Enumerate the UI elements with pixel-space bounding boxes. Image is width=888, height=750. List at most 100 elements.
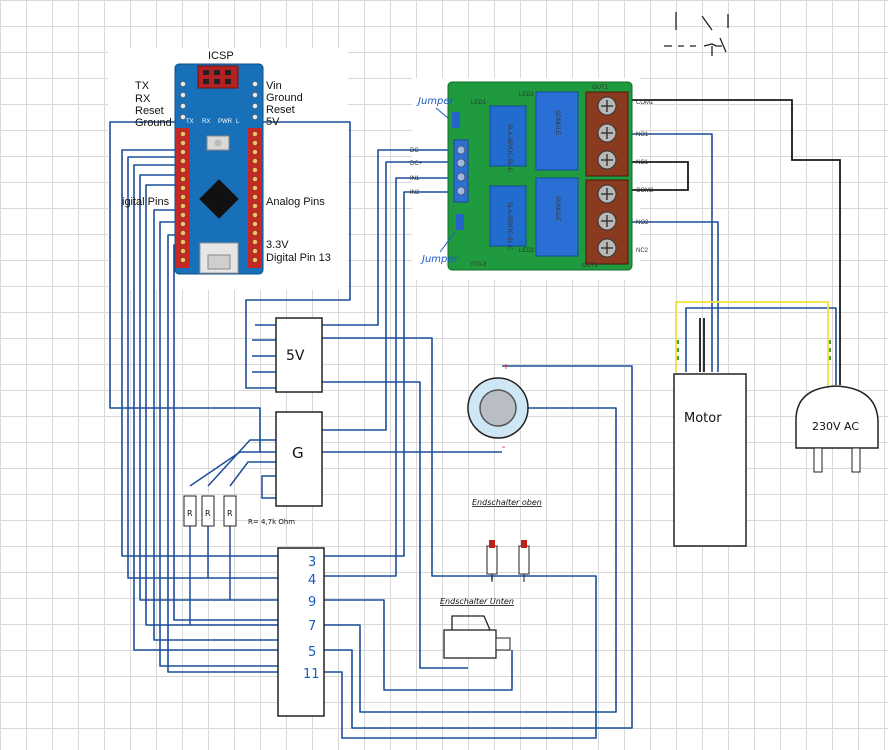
arduino-board <box>174 63 264 275</box>
wire <box>189 451 276 487</box>
header-pin <box>252 248 258 254</box>
wire <box>685 307 837 385</box>
resistor-3-label: R <box>227 509 233 518</box>
resistor-1-icon <box>183 495 197 527</box>
pin-number-3: 3 <box>308 555 316 570</box>
endschalter-oben: Endschalter oben <box>472 498 542 582</box>
resistor-value-label: R= 4,7k Ohm <box>248 518 295 526</box>
pin-annotation: RX <box>202 119 210 125</box>
pin-connector: 3 4 9 7 5 11 <box>277 547 325 717</box>
header-pin <box>180 114 186 120</box>
icsp-pins <box>203 70 231 84</box>
five-volt-block: 5V <box>275 317 323 393</box>
header-pin <box>252 221 258 227</box>
jumper-top-arrow-icon <box>435 107 449 119</box>
header-pin <box>252 176 258 182</box>
relay-2-brand: SONGLE <box>554 196 560 221</box>
pin-connector-box <box>277 547 325 717</box>
switch-oben-1-icon <box>486 545 498 575</box>
pin-label-tx: TX <box>135 80 150 92</box>
jumper-bottom-icon <box>456 214 464 230</box>
pin-number-7: 7 <box>308 619 316 634</box>
header-pin <box>180 176 186 182</box>
pin-label-ground: Ground <box>135 117 172 129</box>
wire <box>632 99 841 385</box>
buzzer: + - <box>467 362 529 453</box>
icsp-header <box>197 65 239 89</box>
relay-2-body <box>489 185 527 247</box>
switch-oben-2-icon <box>518 545 530 575</box>
dc-minus-label: DC- <box>410 148 421 154</box>
endschalter-unten: Endschalter Unten <box>440 597 514 659</box>
header-pin <box>252 212 258 218</box>
wire <box>229 461 276 487</box>
pin-label-5v: 5V <box>266 116 280 128</box>
pin-label-reset-right: Reset <box>266 104 295 116</box>
wire <box>173 244 290 621</box>
header-pin <box>180 212 186 218</box>
header-pin <box>180 221 186 227</box>
header-pin <box>180 103 186 109</box>
power-plug: 230V AC <box>795 385 879 473</box>
pin-number-11: 11 <box>303 667 320 682</box>
header-pin <box>180 149 186 155</box>
led1-label: LED1 <box>471 100 487 106</box>
led2-label: LED2 <box>519 92 535 98</box>
lever-arm <box>451 615 491 631</box>
header-pin <box>180 158 186 164</box>
pin-label-d13: Digital Pin 13 <box>266 252 331 264</box>
header-pin <box>180 81 186 87</box>
header-pin <box>252 149 258 155</box>
nc1-label: NC1 <box>636 160 649 166</box>
com2-label: COM2 <box>636 188 654 194</box>
nc2-label: NC2 <box>636 248 649 254</box>
input-terminal-screws <box>456 145 466 196</box>
header-pin <box>252 230 258 236</box>
header-pin <box>180 230 186 236</box>
com1-label: COM1 <box>636 100 654 106</box>
five-volt-label: 5V <box>286 348 305 364</box>
header-pin <box>252 81 258 87</box>
header-pin <box>180 203 186 209</box>
header-pin <box>252 185 258 191</box>
plug-body-icon <box>795 385 879 449</box>
wire <box>322 599 513 691</box>
wire <box>632 161 689 191</box>
resistor-3-icon <box>223 495 237 527</box>
led3-label: LED3 <box>519 248 535 254</box>
screw-slots <box>601 100 613 254</box>
board-id: YT0-3 <box>470 262 487 268</box>
wire <box>207 439 276 487</box>
reset-knob <box>214 139 222 147</box>
endschalter-oben-label: Endschalter oben <box>472 498 542 507</box>
resistor-1-label: R <box>187 509 193 518</box>
buzzer-inner <box>479 389 517 427</box>
pin-annotation: PWR <box>218 119 233 125</box>
arduino-pins <box>180 81 258 263</box>
motor-label: Motor <box>684 411 722 426</box>
relay-1-icon <box>535 91 579 171</box>
relay-module: SLA-05VDC-SL-C SLA-05VDC-SL-C SONGLE SON… <box>410 81 654 271</box>
wire <box>322 161 455 431</box>
icsp-label: ICSP <box>208 50 234 62</box>
wire <box>109 121 261 452</box>
buzzer-plus: + <box>503 362 509 373</box>
ground-box <box>275 411 323 507</box>
wire <box>153 209 290 641</box>
pin-annotation: TX <box>186 119 194 125</box>
header-pin <box>252 140 258 146</box>
wire <box>145 184 290 626</box>
pin-label-vin: Vin <box>266 80 282 92</box>
header-pin <box>180 194 186 200</box>
pin-label-ground-right: Ground <box>266 92 303 104</box>
wire <box>322 191 455 557</box>
jumper-top-label: Jumper <box>416 96 455 107</box>
header-pin <box>180 185 186 191</box>
header-pin <box>252 194 258 200</box>
wire <box>322 365 633 729</box>
wire <box>322 177 455 577</box>
blue-wires <box>109 121 837 739</box>
five-volt-box <box>275 317 323 393</box>
pin-number-4: 4 <box>308 573 316 588</box>
header-pin <box>180 248 186 254</box>
